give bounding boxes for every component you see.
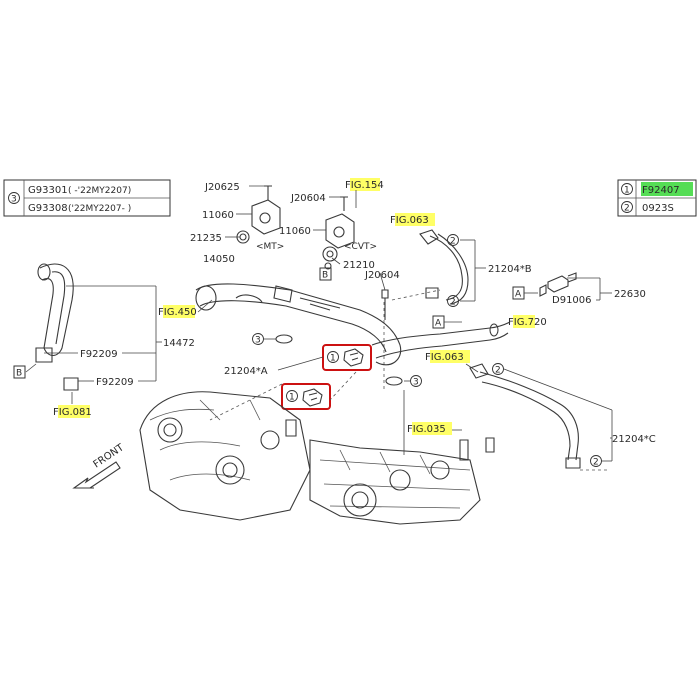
svg-text:A: A — [435, 319, 442, 329]
label-21235: 21235 — [190, 233, 222, 244]
svg-text:FIG.154: FIG.154 — [345, 180, 384, 191]
label-21204b: 21204*B — [488, 264, 532, 275]
svg-text:2: 2 — [495, 366, 501, 376]
legend-range-2: ('22MY2207- ) — [68, 204, 131, 214]
fig-ref-063-top[interactable]: FIG.063 — [390, 213, 435, 226]
thermostat-housing — [236, 185, 355, 270]
legend-code-2: G93308 — [28, 203, 68, 214]
svg-text:FIG.063: FIG.063 — [425, 352, 464, 363]
fig-ref-063-mid[interactable]: FIG.063 — [425, 350, 470, 363]
svg-text:FIG.035: FIG.035 — [407, 424, 446, 435]
label-22630: 22630 — [614, 289, 646, 300]
hose-21204b — [419, 229, 469, 305]
svg-text:1: 1 — [289, 393, 295, 403]
label-21204a: 21204*A — [224, 366, 268, 377]
coolant-hose-left — [35, 263, 79, 391]
legend-marker-2: 2 — [624, 204, 630, 214]
fig-ref-035[interactable]: FIG.035 — [407, 422, 452, 435]
legend-code-1: G93301 — [28, 185, 68, 196]
svg-text:FIG.450: FIG.450 — [158, 307, 197, 318]
label-f92209-top: F92209 — [80, 349, 118, 360]
sensor-22630 — [539, 272, 577, 297]
coolant-pipe-to-fig720 — [371, 321, 511, 359]
svg-text:FIG.063: FIG.063 — [390, 215, 429, 226]
hose-21204c — [469, 363, 581, 469]
label-f92209-bottom: F92209 — [96, 377, 134, 388]
marker-a-mid: A — [432, 315, 445, 329]
label-11060-left: 11060 — [202, 210, 234, 221]
fig-ref-154[interactable]: FIG.154 — [345, 178, 384, 191]
highlight-green — [641, 182, 693, 196]
marker-2-c: 2 — [492, 363, 504, 376]
front-arrow-icon: FRONT — [72, 442, 127, 489]
svg-text:A: A — [515, 290, 522, 300]
fig-ref-450[interactable]: FIG.450 — [158, 305, 197, 318]
legend-right: 1 F92407 2 0923S — [617, 179, 697, 217]
marker-3-left: 3 — [252, 333, 264, 346]
legend-code-0923s: 0923S — [642, 203, 674, 214]
svg-text:B: B — [322, 271, 328, 281]
label-cvt: <CVT> — [344, 242, 377, 252]
svg-text:3: 3 — [255, 336, 261, 346]
svg-text:2: 2 — [450, 237, 456, 247]
svg-text:2: 2 — [593, 458, 599, 468]
bolt-j20604 — [381, 289, 389, 320]
coolant-pipe-main — [195, 283, 402, 366]
marker-b-left: B — [13, 365, 26, 379]
gaskets — [275, 334, 403, 386]
marker-a-right: A — [512, 286, 525, 300]
label-mt: <MT> — [256, 242, 284, 252]
label-21210: 21210 — [343, 260, 375, 271]
svg-text:B: B — [16, 369, 22, 379]
marker-2-d: 2 — [590, 455, 602, 468]
label-11060-right: 11060 — [279, 226, 311, 237]
svg-text:FIG.720: FIG.720 — [508, 317, 547, 328]
fig-ref-720[interactable]: FIG.720 — [508, 315, 547, 328]
callout-part-1-lower[interactable]: 1 — [281, 383, 331, 410]
legend-left: 3 G93301 ( -'22MY2207) G93308 ('22MY2207… — [3, 179, 171, 217]
label-21204c: 21204*C — [612, 434, 656, 445]
label-j20625: J20625 — [204, 182, 240, 193]
fig-ref-081[interactable]: FIG.081 — [53, 405, 92, 418]
marker-b-top: B — [319, 267, 332, 281]
svg-text:1: 1 — [330, 354, 336, 364]
legend-code-f92407: F92407 — [642, 185, 680, 196]
legend-marker-3 — [8, 192, 20, 204]
legend-marker-1: 1 — [624, 186, 630, 196]
label-14472: 14472 — [163, 338, 195, 349]
marker-3-right: 3 — [410, 375, 422, 388]
svg-text:3: 3 — [413, 378, 419, 388]
callout-part-1-upper[interactable]: 1 — [322, 344, 372, 371]
marker-2-a: 2 — [447, 234, 459, 247]
label-d91006: D91006 — [552, 295, 592, 306]
label-j20604-top: J20604 — [290, 193, 326, 204]
label-14050: 14050 — [203, 254, 235, 265]
legend-range-1: ( -'22MY2207) — [68, 186, 131, 196]
engine-block — [139, 391, 495, 525]
label-j20604-mid: J20604 — [364, 270, 400, 281]
svg-text:FIG.081: FIG.081 — [53, 407, 92, 418]
legend-marker-3-text: 3 — [11, 195, 17, 205]
svg-text:2: 2 — [450, 298, 456, 308]
